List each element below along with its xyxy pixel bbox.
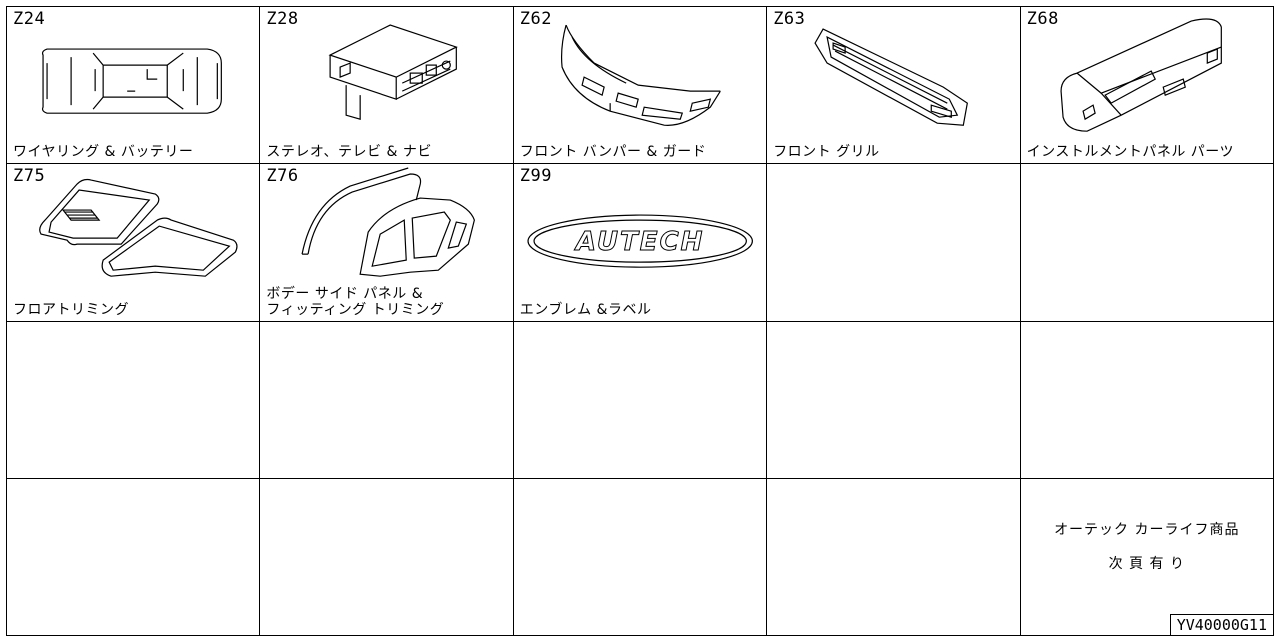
- reference-code: YV40000G11: [1169, 614, 1274, 636]
- part-code: Z63: [773, 9, 806, 29]
- empty-cell: [767, 478, 1021, 636]
- part-code: Z75: [13, 166, 46, 187]
- note-line-2: 次 頁 有 り: [1108, 555, 1185, 572]
- part-label-line: フロント バンパー & ガード: [519, 144, 707, 161]
- catalog-cell-z62[interactable]: Z62 フロント バンパー & ガード: [513, 7, 768, 165]
- part-code: Z62: [519, 9, 553, 29]
- note-cell: オーテック カーライフ商品 次 頁 有 り: [1020, 478, 1274, 636]
- part-label-line: ボデー サイド パネル &: [266, 285, 424, 302]
- emblem-text: AUTECH: [574, 227, 705, 257]
- part-label: ステレオ、テレビ & ナビ: [266, 144, 431, 160]
- catalog-cell-z99[interactable]: AUTECH Z99 エンブレム &ラベル: [513, 164, 768, 322]
- empty-cell: [1020, 321, 1274, 479]
- car-wiring-icon: [7, 7, 259, 163]
- part-label-line: ワイヤリング & バッテリー: [13, 144, 194, 161]
- part-label-line: フロアトリミング: [13, 301, 129, 318]
- empty-cell: [260, 321, 514, 479]
- part-label: ワイヤリング & バッテリー: [13, 144, 193, 160]
- part-label: フロント グリル: [773, 144, 879, 160]
- part-label-line: ステレオ、テレビ & ナビ: [266, 144, 432, 161]
- empty-cell: [513, 321, 768, 479]
- body-side-panel-icon: [260, 164, 512, 320]
- part-label-line: フィッティング トリミング: [266, 301, 445, 318]
- catalog-cell-z76[interactable]: Z76 ボデー サイド パネル & フィッティング トリミング: [260, 164, 514, 322]
- catalog-cell-z68[interactable]: Z68 インストルメントパネル パーツ: [1020, 7, 1274, 165]
- empty-cell: [7, 321, 261, 479]
- front-grille-icon: [767, 7, 1019, 163]
- part-label: インストルメントパネル パーツ: [1027, 144, 1234, 160]
- part-label-line: フロント グリル: [773, 144, 880, 161]
- front-bumper-icon: [514, 7, 766, 163]
- empty-cell: [260, 478, 514, 636]
- part-label: フロアトリミング: [13, 302, 129, 318]
- catalog-cell-z28[interactable]: Z28 ステレオ、テレビ & ナビ: [260, 7, 514, 165]
- part-code: Z24: [13, 9, 46, 29]
- stereo-unit-icon: [260, 7, 512, 163]
- autech-emblem-icon: AUTECH: [514, 164, 766, 320]
- part-label: ボデー サイド パネル & フィッティング トリミング: [266, 286, 444, 318]
- floor-mat-icon: [7, 164, 259, 320]
- part-label: エンブレム &ラベル: [520, 302, 652, 318]
- empty-cell: [1020, 164, 1274, 322]
- catalog-cell-z63[interactable]: Z63 フロント グリル: [767, 7, 1021, 165]
- catalog-cell-z75[interactable]: Z75 フロアトリミング: [7, 164, 261, 322]
- empty-cell: [767, 164, 1021, 322]
- part-code: Z68: [1026, 9, 1059, 29]
- instrument-panel-icon: [1021, 7, 1273, 163]
- part-label-line: エンブレム &ラベル: [519, 301, 652, 318]
- part-label: フロント バンパー & ガード: [520, 144, 706, 160]
- parts-catalog-grid: Z24 ワイヤリング & バッテリー Z28 ステレオ、テレビ & ナビ: [6, 6, 1274, 636]
- part-label-line: インストルメントパネル パーツ: [1026, 144, 1234, 161]
- empty-cell: [7, 478, 261, 636]
- part-code: Z76: [266, 166, 299, 187]
- note-line-1: オーテック カーライフ商品: [1054, 521, 1240, 538]
- empty-cell: [513, 478, 768, 636]
- part-code: Z99: [519, 166, 553, 187]
- part-code: Z28: [266, 9, 299, 29]
- catalog-cell-z24[interactable]: Z24 ワイヤリング & バッテリー: [7, 7, 261, 165]
- empty-cell: [767, 321, 1021, 479]
